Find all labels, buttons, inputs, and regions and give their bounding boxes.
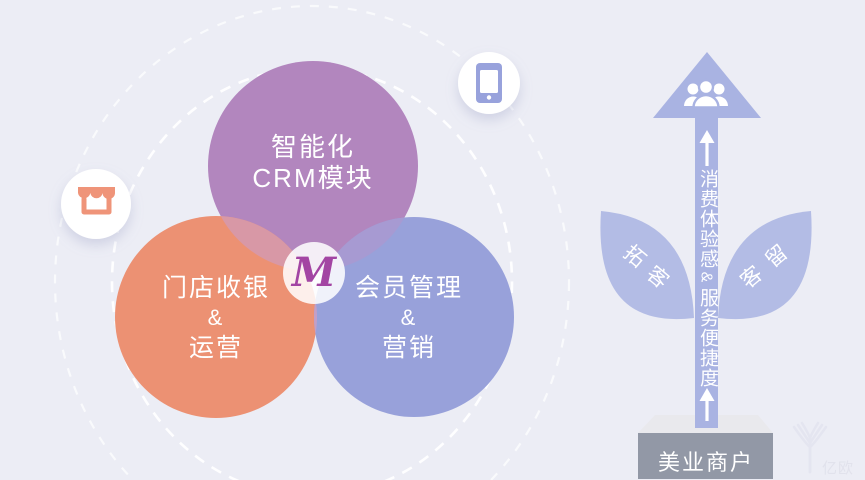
smartphone-icon — [476, 63, 502, 103]
storefront-icon — [77, 187, 115, 215]
member-circle-connector: & — [400, 305, 418, 330]
pedestal — [638, 415, 773, 479]
arrow-shaft — [695, 116, 718, 428]
dashed-orbit-rings — [53, 4, 571, 480]
venn-circle-member — [314, 217, 514, 417]
member-circle-line2: 营销 — [381, 334, 436, 362]
store-badge — [61, 169, 131, 239]
crm-circle-line2: CRM模块 — [252, 163, 374, 193]
center-logo-disc — [283, 242, 345, 304]
outer-dashed-ring — [53, 4, 571, 480]
growth-axis-upper-label: 消费体验感 — [697, 169, 718, 269]
member-circle-label: 会员管理 & 营销 — [309, 273, 509, 363]
store-circle-label: 门店收银 & 运营 — [116, 273, 316, 363]
pedestal-front-face — [638, 433, 773, 479]
crm-circle-label: 智能化 CRM模块 — [213, 132, 413, 194]
brand-monogram: M — [291, 249, 337, 296]
growth-axis-lower-label: 服务便捷度 — [697, 288, 718, 388]
leaf-left — [600, 211, 694, 320]
inner-dashed-ring — [110, 66, 514, 480]
member-circle-line1: 会员管理 — [354, 274, 463, 302]
phone-badge — [458, 52, 520, 114]
watermark-logo — [792, 421, 828, 474]
watermark-brand-text: 亿欧 — [822, 460, 855, 477]
customers-group-icon — [684, 78, 728, 109]
leaf-right — [718, 211, 812, 320]
pedestal-label: 美业商户 — [657, 450, 754, 475]
up-arrow-small-top — [699, 130, 715, 166]
store-circle-connector: & — [207, 305, 225, 330]
store-badge-disc — [61, 169, 131, 239]
store-circle-line2: 运营 — [188, 334, 243, 362]
venn-diagram — [115, 61, 514, 418]
up-arrow-small-bottom — [699, 388, 715, 421]
store-circle-line1: 门店收银 — [161, 274, 270, 302]
venn-circle-crm — [208, 61, 418, 271]
growth-plant — [600, 52, 812, 479]
venn-circle-store — [115, 216, 317, 418]
crm-circle-line1: 智能化 — [270, 132, 355, 162]
growth-axis-connector: & — [697, 271, 715, 283]
